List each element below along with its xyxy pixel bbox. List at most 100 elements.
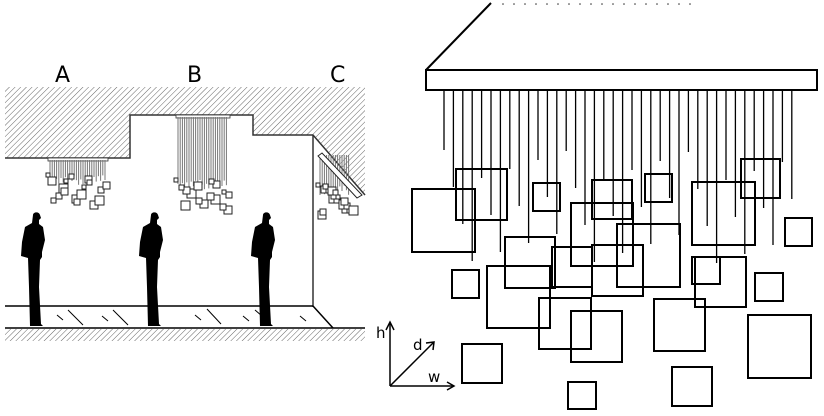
cube [335,194,341,200]
cube [570,310,623,363]
cube [102,181,111,190]
section-view: A B C [5,63,366,341]
people [21,212,275,326]
person-silhouette [139,212,163,326]
dot [590,3,592,5]
cube [55,192,63,200]
mount-plate [175,114,231,119]
dot [623,3,625,5]
cube [740,158,781,199]
cube [451,269,480,299]
cube [616,223,681,288]
cube [47,176,57,186]
h-arrow-icon [385,320,395,331]
cube [332,189,339,196]
floor-reflections [56,308,307,326]
cube [691,181,756,246]
cube [754,272,784,302]
cube [173,177,179,183]
hanging-cubes [411,158,813,410]
cube [68,173,75,180]
cube [644,173,673,203]
cube [567,381,597,410]
cube [73,198,81,206]
dot [612,3,614,5]
detail-view: h d w [376,2,818,410]
dot [557,3,559,5]
ceiling-hatch [5,87,365,195]
cube [747,314,812,379]
cube [315,182,321,188]
cube [340,197,349,206]
cube [348,205,359,216]
cube [532,182,561,212]
mount-plate [47,157,109,162]
cube [455,168,508,221]
dot [645,3,647,5]
cube [195,197,203,205]
cube [538,297,592,350]
floor-side-edge [312,305,334,329]
chandelier-b [173,114,233,215]
cube [551,246,593,288]
dot [535,3,537,5]
person-silhouette [21,212,45,326]
dot [502,3,504,5]
cube [63,178,69,184]
dot [634,3,636,5]
cube [178,184,185,191]
dot [579,3,581,5]
dot [568,3,570,5]
perspective-line [425,2,492,71]
person-body [139,212,163,326]
label-c: C [330,63,345,88]
cube [319,208,327,216]
cube [206,192,215,201]
perspective-dots [502,3,691,5]
person-body [21,212,45,326]
cube [86,179,93,186]
label-a: A [55,63,70,88]
dot [656,3,658,5]
cube [784,217,813,247]
cube [94,195,105,206]
cube [591,179,633,220]
cube [671,366,713,407]
d-arrow-icon [425,341,435,351]
cube [97,186,105,194]
cube [694,256,747,308]
cube [45,172,51,178]
cube [193,181,203,191]
w-label: w [428,368,440,386]
chandelier-a [45,157,111,210]
cube [221,189,227,195]
chandelier-c [315,152,363,220]
dot [689,3,691,5]
axis-gizmo [385,320,456,391]
dot [601,3,603,5]
cube [60,187,69,196]
d-label: d [413,336,423,354]
dot [546,3,548,5]
dot [678,3,680,5]
cube [180,200,191,211]
label-b: B [187,63,202,88]
suspension-wires [443,90,793,263]
cube [461,343,503,384]
person-silhouette [251,212,275,326]
dot [667,3,669,5]
person-body [251,212,275,326]
ceiling-plate [425,69,818,91]
cube [81,184,87,190]
cube [219,203,227,211]
h-label: h [376,324,386,342]
dot [524,3,526,5]
cube [570,202,634,267]
cube [76,189,87,200]
cube [50,197,57,204]
cube [225,191,233,199]
dot [513,3,515,5]
tilted-plate [317,152,363,199]
floor-hatch [5,329,365,341]
